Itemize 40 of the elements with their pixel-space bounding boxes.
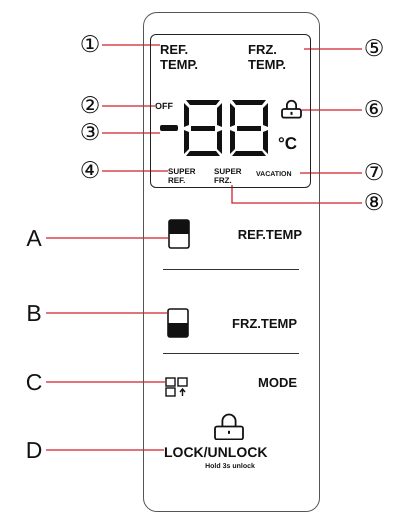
- lcd-screen: [150, 34, 311, 188]
- callout-letter: C: [22, 370, 46, 394]
- control-panel: [143, 12, 320, 512]
- callout-number: ②: [78, 94, 102, 118]
- button-icon: [167, 308, 189, 338]
- leader-line: [304, 48, 362, 50]
- display-text: FRZ. TEMP.: [248, 42, 304, 72]
- leader-line: [302, 109, 362, 111]
- display-text: REF. TEMP.: [160, 42, 212, 72]
- callout-number: ④: [78, 159, 102, 183]
- leader-line: [300, 172, 362, 174]
- leader-line: [46, 237, 168, 239]
- mode-icon: [165, 377, 190, 397]
- callout-letter: B: [22, 301, 46, 325]
- display-text: LOCK/UNLOCK: [164, 444, 296, 460]
- display-text: SUPER FRZ.: [214, 167, 250, 185]
- button-label: FRZ.TEMP: [231, 315, 297, 333]
- leader-line: [231, 185, 362, 204]
- button-icon: [168, 219, 190, 249]
- callout-number: ①: [78, 33, 102, 57]
- lock-icon: [281, 100, 302, 118]
- callout-letter: D: [22, 438, 46, 462]
- callout-number: ⑦: [362, 161, 386, 185]
- callout-number: ⑥: [362, 98, 386, 122]
- leader-line: [102, 170, 168, 172]
- leader-line: [46, 449, 164, 451]
- display-text: OFF: [155, 101, 177, 112]
- leader-line: [46, 312, 167, 314]
- leader-line: [102, 132, 160, 134]
- callout-letter: A: [22, 226, 46, 250]
- leader-line: [102, 105, 155, 107]
- callout-number: ③: [78, 121, 102, 145]
- unit-label: °C: [278, 135, 298, 153]
- leader-line: [102, 44, 160, 46]
- callout-number: ⑧: [362, 191, 386, 215]
- button-label: REF.TEMP: [236, 226, 302, 244]
- button-label: MODE: [257, 374, 297, 392]
- leader-line: [46, 381, 165, 383]
- callout-number: ⑤: [362, 37, 386, 61]
- display-text: SUPER REF.: [168, 167, 202, 185]
